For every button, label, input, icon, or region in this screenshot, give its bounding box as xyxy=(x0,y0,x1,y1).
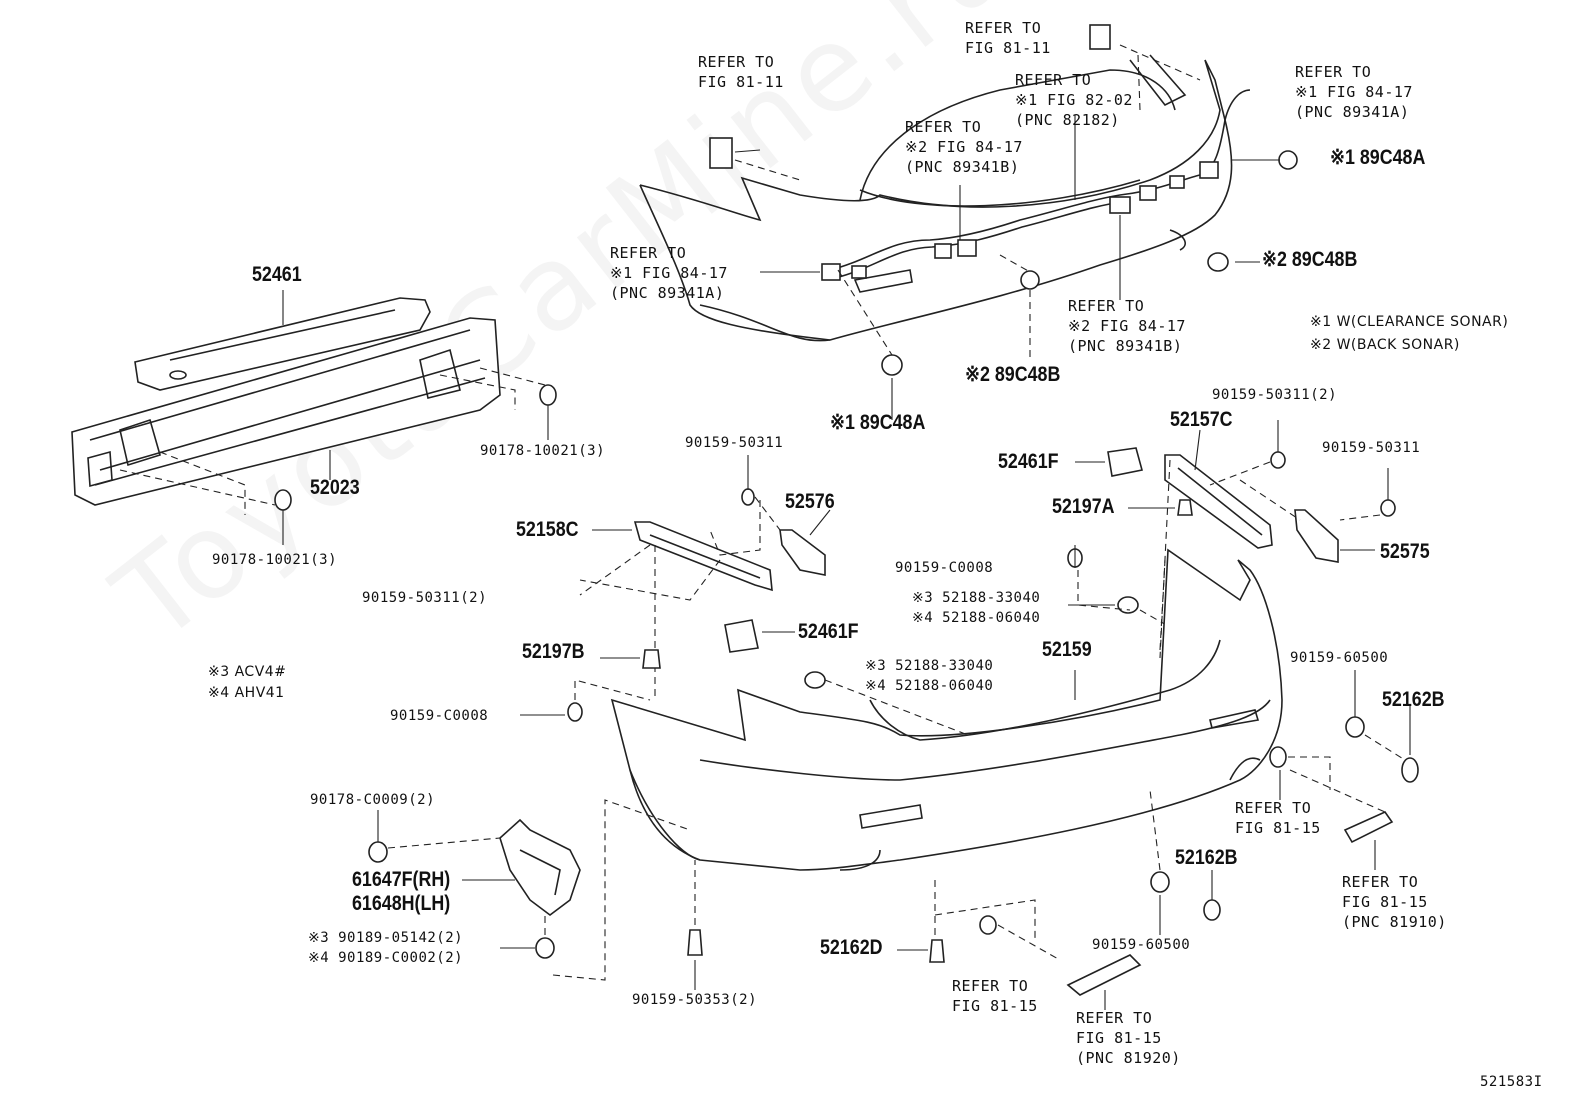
note-4: ※4 AHV41 xyxy=(208,685,285,701)
part-52023: 52023 xyxy=(310,476,360,499)
label-refer-fig-84-17-pnc-89341b-top: REFER TO ※2 FIG 84-17 (PNC 89341B) xyxy=(905,118,1023,176)
part-90159-60500-right: 90159-60500 xyxy=(1290,650,1389,666)
part-89c48a-right: ※1 89C48A xyxy=(1330,146,1426,169)
part-90159-60500-mid: 90159-60500 xyxy=(1092,937,1191,953)
part-90178-10021-bottom: 90178-10021(3) xyxy=(212,552,338,568)
part-90159-50311-right: 90159-50311 xyxy=(1322,440,1421,456)
retainer-52157c xyxy=(1159,420,1286,659)
part-52158c: 52158C xyxy=(516,518,579,541)
part-52162b-mid: 52162B xyxy=(1175,846,1238,869)
label-refer-fig-84-17-pnc-89341a-right: REFER TO ※1 FIG 84-17 (PNC 89341A) xyxy=(1295,63,1413,121)
part-52197a: 52197A xyxy=(1052,495,1115,518)
label-refer-fig-81-15-bottom: REFER TO FIG 81-15 xyxy=(952,977,1038,1015)
retainer-52576 xyxy=(709,455,831,576)
part-52157c: 52157C xyxy=(1170,408,1233,431)
part-90159-50311-top: 90159-50311 xyxy=(685,435,784,451)
part-52197b: 52197B xyxy=(522,640,585,663)
reinforcement-absorber xyxy=(134,290,431,391)
label-refer-fig-81-15-pnc-81910: REFER TO FIG 81-15 (PNC 81910) xyxy=(1342,873,1447,931)
part-52162d: 52162D xyxy=(820,936,883,959)
part-52159: 52159 xyxy=(1042,638,1092,661)
note-3: ※3 ACV4# xyxy=(208,664,287,680)
part-89c48b-right: ※2 89C48B xyxy=(1262,248,1358,271)
part-61647f-61648h: 61647F(RH) 61648H(LH) xyxy=(352,868,451,915)
figure-id: 52158­3I xyxy=(1480,1074,1543,1090)
retainer-52575 xyxy=(1239,468,1396,563)
upper-leader-lines xyxy=(734,44,1280,420)
part-52575: 52575 xyxy=(1380,540,1430,563)
part-90189: ※3 90189-05142(2) ※4 90189-C0002(2) xyxy=(308,930,464,966)
part-89c48b-mid: ※2 89C48B xyxy=(965,363,1061,386)
part-90178-c0009: 90178-C0009(2) xyxy=(310,792,436,808)
part-90159-50311-2-left: 90159-50311(2) xyxy=(362,590,488,606)
part-90159-c0008-left: 90159-C0008 xyxy=(390,708,489,724)
reflectors xyxy=(1066,769,1394,1010)
part-52461f-mid: 52461F xyxy=(798,620,859,643)
part-90178-10021-top: 90178-10021(3) xyxy=(480,443,606,459)
upper-wiring-harness xyxy=(709,24,1251,281)
retainer-52158c xyxy=(579,521,773,700)
upper-bumper-cover-outline xyxy=(639,54,1233,342)
part-90159-50311-2-right: 90159-50311(2) xyxy=(1212,387,1338,403)
part-52162b-right: 52162B xyxy=(1382,688,1445,711)
part-52461f-top: 52461F xyxy=(998,450,1059,473)
label-refer-fig-84-17-pnc-89341b-bottom: REFER TO ※2 FIG 84-17 (PNC 89341B) xyxy=(1068,297,1186,355)
label-refer-fig-81-15-pnc-81920: REFER TO FIG 81-15 (PNC 81920) xyxy=(1076,1009,1181,1067)
main-bumper-cover xyxy=(610,548,1283,871)
side-bracket xyxy=(368,799,691,981)
label-refer-fig-81-11-top: REFER TO FIG 81-11 xyxy=(965,19,1051,57)
label-refer-fig-81-15-mid: REFER TO FIG 81-15 xyxy=(1235,799,1321,837)
part-90159-50353: 90159-50353(2) xyxy=(632,992,758,1008)
label-refer-fig-84-17-pnc-89341a-left: REFER TO ※1 FIG 84-17 (PNC 89341A) xyxy=(610,244,728,302)
label-refer-fig-82-02: REFER TO ※1 FIG 82-02 (PNC 82182) xyxy=(1015,71,1133,129)
part-89c48a-mid: ※1 89C48A xyxy=(830,411,926,434)
part-52188-top: ※3 52188-33040 ※4 52188-06040 xyxy=(912,590,1041,626)
note-1: ※1 W(CLEARANCE SONAR) xyxy=(1310,314,1509,330)
pads xyxy=(724,447,1143,653)
note-2: ※2 W(BACK SONAR) xyxy=(1310,337,1460,353)
part-90159-c0008-mid: 90159-C0008 xyxy=(895,560,994,576)
part-52188-mid: ※3 52188-33040 ※4 52188-06040 xyxy=(865,658,994,694)
part-52576: 52576 xyxy=(785,490,835,513)
part-52461: 52461 xyxy=(252,263,302,286)
lower-fasteners xyxy=(687,670,1419,990)
reinforcement-beam xyxy=(71,317,557,545)
label-refer-fig-81-11-left: REFER TO FIG 81-11 xyxy=(698,53,784,91)
